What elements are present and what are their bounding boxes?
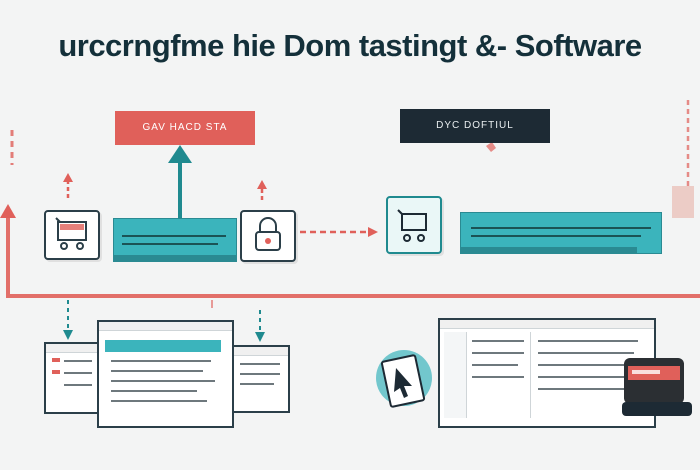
- lock-card: [240, 210, 296, 262]
- teal-text-panel-left: [113, 218, 237, 262]
- pointer-circle: [376, 350, 432, 408]
- page-title: urccrngfme hie Dom tastingt &- Software: [58, 28, 642, 63]
- device-illustration: [622, 358, 692, 416]
- red-label-box: GAV HACD STA: [115, 111, 255, 145]
- red-loop-arrowhead: [0, 204, 16, 218]
- window-side-left: [232, 345, 290, 413]
- window-main-left: [97, 320, 234, 428]
- shopping-cart-icon: [397, 209, 427, 242]
- teal-text-panel-right: [460, 212, 662, 254]
- cart-card-left: [44, 210, 100, 260]
- lock-icon: [255, 217, 281, 251]
- teal-arrowhead: [168, 145, 192, 163]
- window-main-right: [438, 318, 656, 428]
- dark-label-box: DYC DOFTIUL: [400, 109, 550, 143]
- window-back-left: [44, 342, 100, 414]
- red-loop-connector: [6, 212, 700, 298]
- shopping-cart-icon: [55, 217, 87, 250]
- cart-card-right: [386, 196, 442, 254]
- pointer-icon: [394, 368, 412, 398]
